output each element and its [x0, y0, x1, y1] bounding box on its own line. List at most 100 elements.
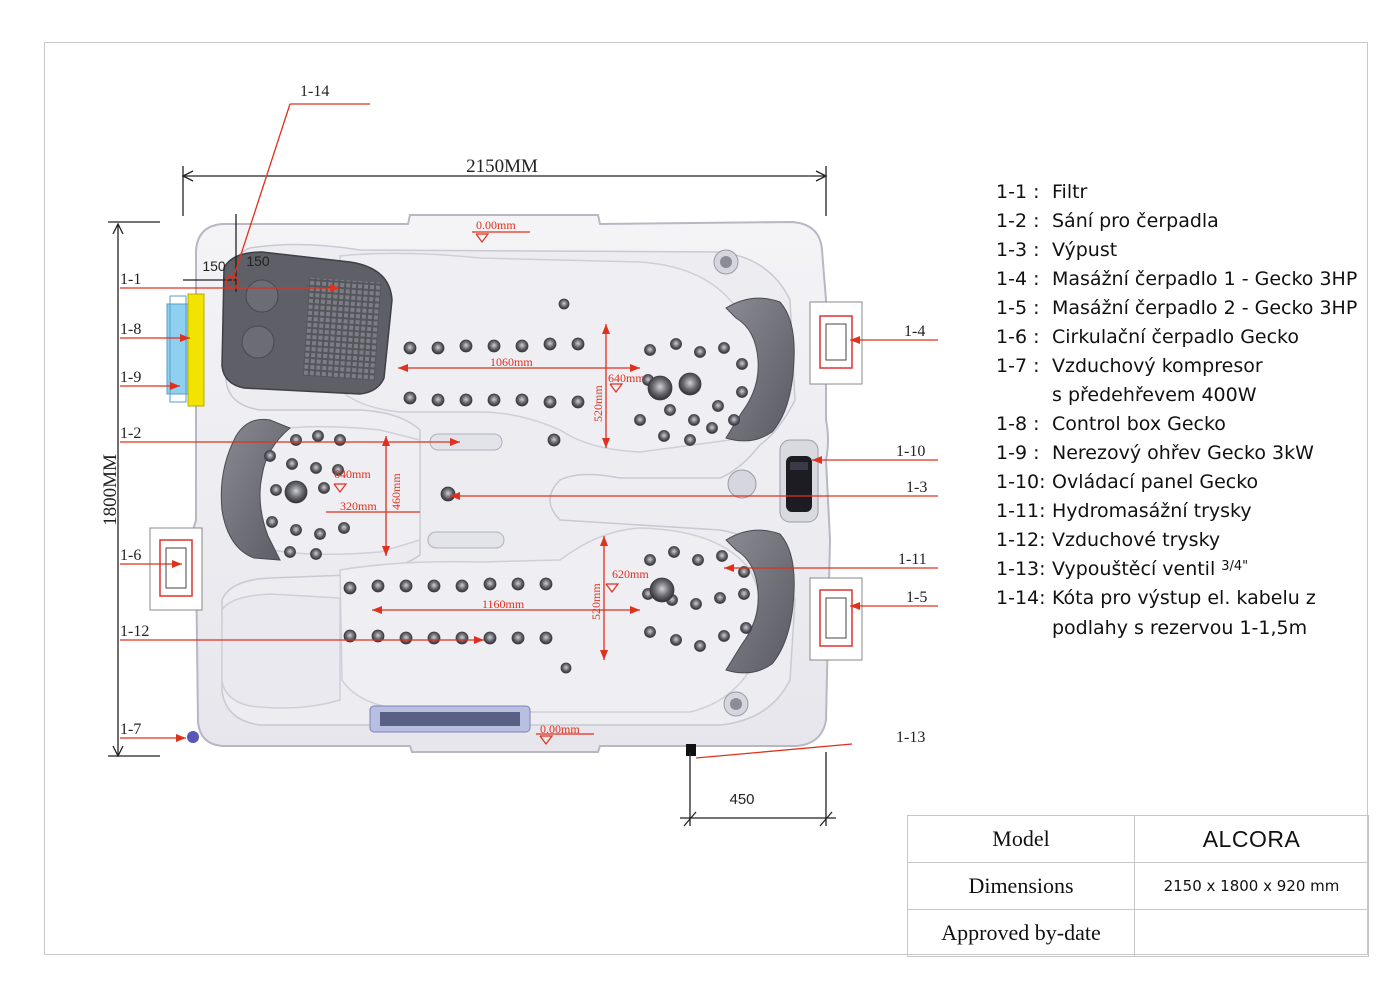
jet-nozzle — [511, 631, 525, 645]
legend-row: 1-10:Ovládací panel Gecko — [996, 468, 1376, 497]
callout-1-9: 1-9 — [120, 369, 141, 386]
legend-row: 1-4 : Masážní čerpadlo 1 - Gecko 3HP — [996, 265, 1376, 294]
jet-nozzle — [688, 414, 700, 426]
legend-description: Filtr — [1052, 181, 1088, 203]
control-panel — [779, 439, 819, 523]
legend-code: 1-11: — [996, 500, 1046, 522]
dimensions-label: Dimensions — [907, 862, 1135, 910]
callout-1-4: 1-4 — [904, 323, 925, 340]
jet-nozzle — [343, 581, 357, 595]
jet-nozzle — [427, 579, 441, 593]
jet-nozzle — [736, 386, 748, 398]
offset-right-label: 150 — [246, 253, 270, 269]
jet-nozzle — [343, 629, 357, 643]
jet-nozzle — [515, 393, 529, 407]
model-value: ALCORA — [1134, 815, 1369, 863]
callout-1-2: 1-2 — [120, 425, 141, 442]
legend-description: Vzduchové trysky — [1052, 529, 1221, 551]
jet-nozzle — [266, 516, 278, 528]
overall-dimensions — [108, 166, 836, 827]
legend-code: 1-6 : — [996, 326, 1040, 348]
jet-nozzle — [318, 482, 330, 494]
headrests — [220, 251, 795, 674]
legend-row: s předehřevem 400W — [996, 381, 1376, 410]
jet-nozzle — [692, 554, 704, 566]
jet-nozzle — [270, 484, 282, 496]
jet-nozzle — [264, 450, 276, 462]
jet-nozzle — [431, 393, 445, 407]
jet-nozzle — [310, 462, 322, 474]
dim-bottom-seat-height: 520mm — [589, 583, 603, 620]
legend-code: 1-3 : — [996, 239, 1040, 261]
legend-code: 1-2 : — [996, 210, 1040, 232]
legend-row: 1-5 : Masážní čerpadlo 2 - Gecko 3HP — [996, 294, 1376, 323]
jet-nozzle — [511, 577, 525, 591]
jet-nozzle — [487, 393, 501, 407]
jet-nozzle — [658, 430, 670, 442]
legend-code: 1-13: — [996, 558, 1046, 580]
jet-nozzle — [371, 629, 385, 643]
jet-nozzle — [547, 433, 561, 447]
jet-nozzle — [664, 404, 676, 416]
jet-nozzle — [736, 358, 748, 370]
legend-row: 1-3 :Výpust — [996, 236, 1376, 265]
jet-nozzle — [312, 430, 324, 442]
legend-description: podlahy s rezervou 1-1,5m — [1052, 617, 1308, 639]
approved-label: Approved by-date — [907, 909, 1135, 957]
jet-nozzle — [539, 577, 553, 591]
jet-nozzle — [314, 528, 326, 540]
jet-nozzle — [399, 579, 413, 593]
legend-description: Masážní čerpadlo 2 - Gecko 3HP — [1052, 297, 1358, 319]
callout-1-11: 1-11 — [898, 551, 927, 568]
skimmer-waterfall — [369, 433, 531, 733]
dim-top-seat-jet: 640mm — [608, 371, 645, 385]
dim-bottom-seat-jet: 620mm — [612, 567, 649, 581]
jet-nozzle — [740, 622, 752, 634]
dim-top-seat-width: 1060mm — [490, 355, 533, 369]
jet-nozzle — [571, 337, 585, 351]
jet-nozzle — [716, 550, 728, 562]
callout-1-13: 1-13 — [896, 729, 925, 746]
jet-nozzle — [487, 339, 501, 353]
dimensions-value: 2150 x 1800 x 920 mm — [1134, 862, 1369, 910]
legend-code: 1-9 : — [996, 442, 1040, 464]
jet-nozzle — [290, 434, 302, 446]
jet-nozzle — [427, 631, 441, 645]
jet-nozzle — [403, 341, 417, 355]
jet-nozzle — [539, 631, 553, 645]
legend-code: 1-7 : — [996, 355, 1040, 377]
legend-description: Masážní čerpadlo 1 - Gecko 3HP — [1052, 268, 1358, 290]
legend-row: 1-12: Vzduchové trysky — [996, 526, 1376, 555]
jet-nozzle — [644, 554, 656, 566]
legend-description: Cirkulační čerpadlo Gecko — [1052, 326, 1300, 348]
callout-1-3: 1-3 — [906, 479, 927, 496]
legend-code: 1-12: — [996, 529, 1046, 551]
pump-2-box — [809, 577, 863, 661]
drain-valve-marker — [686, 744, 696, 756]
dim-top-seat-height: 520mm — [591, 385, 605, 422]
jet-nozzle — [543, 337, 557, 351]
legend-description: s předehřevem 400W — [1052, 384, 1257, 406]
control-box-and-heater — [166, 293, 205, 407]
legend-row: 1-1 :Filtr — [996, 178, 1376, 207]
legend-row: 1-6 : Cirkulační čerpadlo Gecko — [996, 323, 1376, 352]
legend-row: 1-14:Kóta pro výstup el. kabelu z — [996, 584, 1376, 614]
jet-nozzle — [483, 577, 497, 591]
jet-nozzle — [543, 395, 557, 409]
jet-nozzle — [644, 626, 656, 638]
jet-nozzle — [399, 631, 413, 645]
jet-nozzle — [728, 414, 740, 426]
drain-offset-label: 450 — [729, 791, 754, 808]
legend-code: 1-5 : — [996, 297, 1040, 319]
jet-nozzle — [371, 579, 385, 593]
legend-code: 1-4 : — [996, 268, 1040, 290]
callout-1-14: 1-14 — [300, 83, 329, 100]
jet-nozzle — [644, 344, 656, 356]
jet-nozzle — [455, 631, 469, 645]
dim-bottom-seat-width: 1160mm — [482, 597, 525, 611]
jet-nozzle — [284, 546, 296, 558]
level-mark-bottom: 0.00mm — [540, 722, 580, 736]
jet-nozzle — [670, 634, 682, 646]
legend-row: 1-8 :Control box Gecko — [996, 410, 1376, 439]
